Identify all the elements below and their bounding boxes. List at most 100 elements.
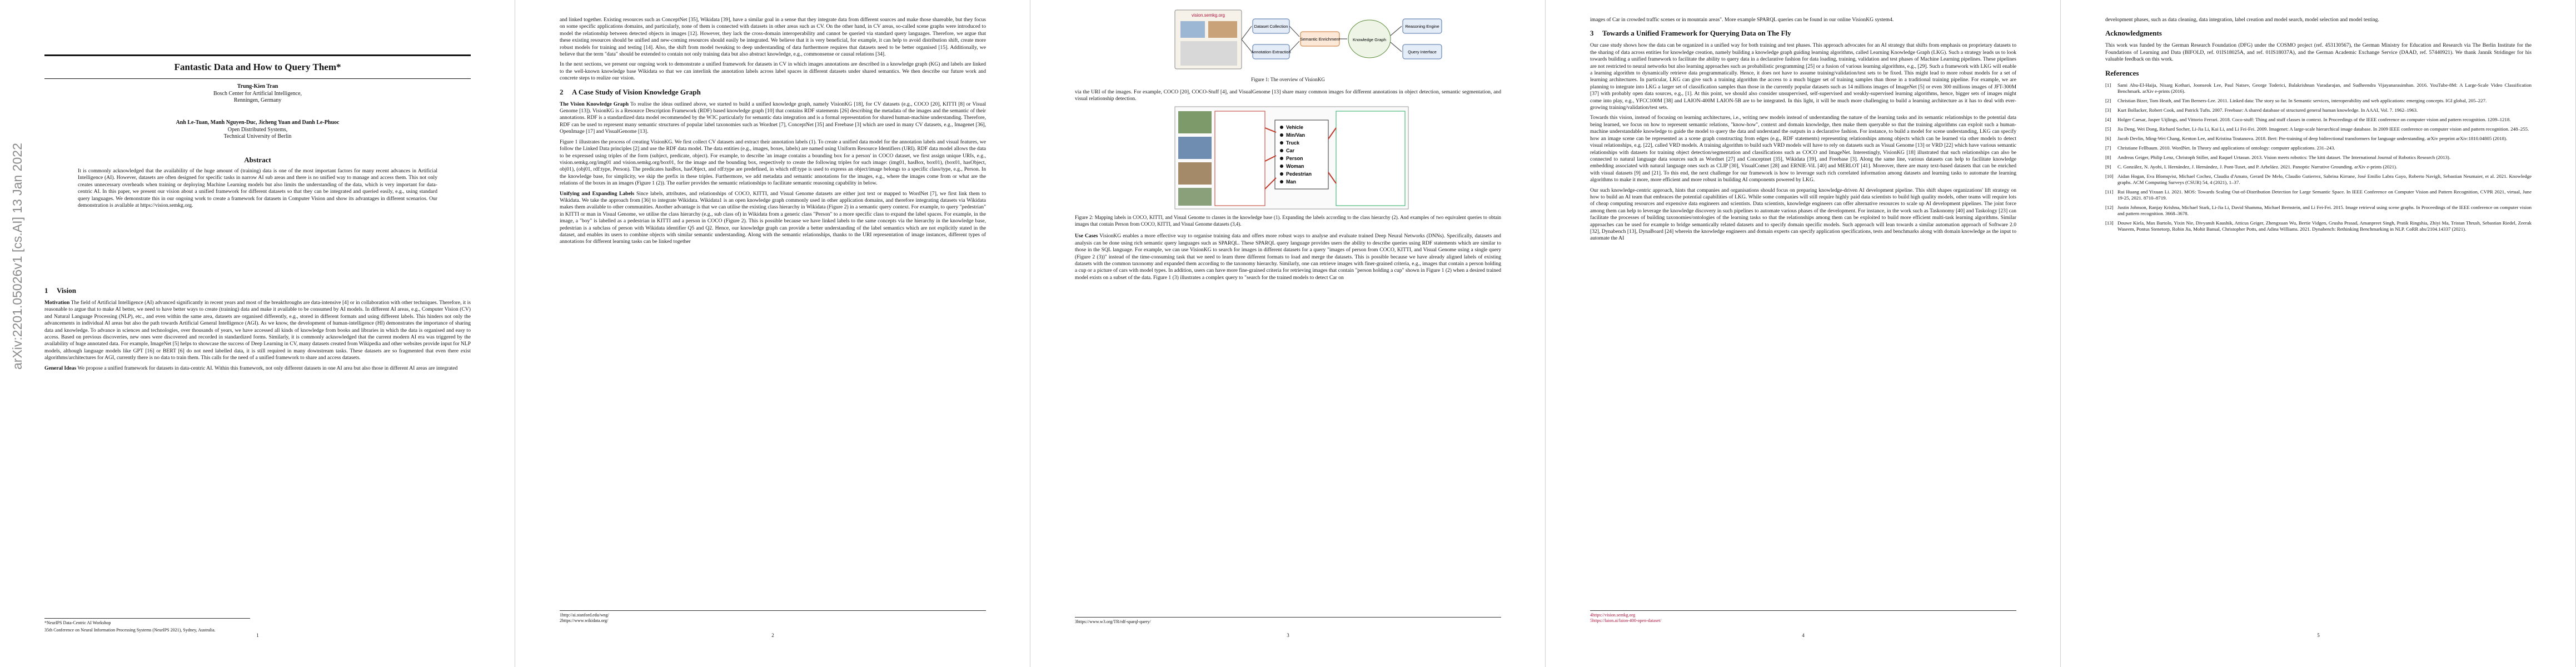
- reference-text: Douwe Kiela, Max Bartolo, Yixin Nie, Div…: [2117, 220, 2532, 232]
- author-affiliation: Open Distributed Systems,: [227, 126, 288, 133]
- reference-text: Jia Deng, Wei Dong, Richard Socher, Li-J…: [2117, 126, 2529, 132]
- reference-key: [8]: [2105, 154, 2111, 160]
- section-number: 3: [1590, 29, 1594, 38]
- reference-item: [11]Rui Huang and Yixuan Li. 2021. MOS: …: [2105, 189, 2532, 201]
- section-title: Towards a Unified Framework for Querying…: [1602, 29, 1791, 38]
- reference-key: [2]: [2105, 97, 2111, 103]
- figure-1-step-label: Semantic Enrichment: [1300, 37, 1340, 42]
- footnote: 3https://www.w3.org/TR/rdf-sparql-query/: [1075, 617, 1501, 625]
- reference-item: [12]Justin Johnson, Ranjay Krishna, Mich…: [2105, 205, 2532, 217]
- paragraph: images of Car in crowded traffic scenes …: [1590, 17, 1894, 23]
- footnote: *NeurIPS Data-Centric AI Workshop: [44, 618, 250, 626]
- section-title: A Case Study of Vision Knowledge Graph: [572, 87, 701, 96]
- author-block-1: Trung-Kien Tran Bosch Center for Artific…: [44, 83, 471, 104]
- reference-key: [10]: [2105, 173, 2114, 179]
- reference-text: Aidan Hogan, Eva Blomqvist, Michael Coch…: [2117, 173, 2532, 185]
- section-number: 1: [44, 286, 48, 295]
- paragraph: Figure 1 illustrates the process of crea…: [560, 138, 986, 187]
- legend-bullet: [1280, 133, 1283, 137]
- legend-label: Min/Van: [1286, 132, 1305, 138]
- legend-label: Vehicle: [1286, 125, 1303, 130]
- figure-1-thumb: [1208, 21, 1237, 38]
- figure-2-caption: Figure 2: Mapping labels in COCO, KITTI,…: [1075, 215, 1501, 227]
- paragraph-text: We propose a unified framework for datas…: [77, 365, 458, 371]
- page-4: images of Car in crowded traffic scenes …: [1546, 0, 2061, 667]
- paper-title: Fantastic Data and How to Query Them*: [44, 54, 471, 79]
- figure-1-thumb: [1180, 41, 1237, 66]
- figure-2-legend-items: VehicleMin/VanTruckCarPersonWomanPedestr…: [1280, 125, 1312, 185]
- reference-item: [7] Christiane Fellbaum. 2010. WordNet. I…: [2105, 145, 2532, 151]
- page-1: arXiv:2201.05026v1 [cs.AI] 13 Jan 2022 F…: [0, 0, 515, 667]
- section-heading: Acknowledgments: [2105, 29, 2162, 38]
- figure-1-step-label: Dataset Collection: [1254, 24, 1288, 29]
- footnote: 1http://ai.stanford.edu/wng/: [560, 613, 609, 618]
- figure-2-image: [1178, 137, 1212, 160]
- paragraph: The Vision Knowledge Graph To realise th…: [560, 101, 986, 136]
- body-column: images of Car in crowded traffic scenes …: [1590, 17, 2016, 246]
- paragraph-text: VisionKG enables a more effective way to…: [1075, 233, 1501, 281]
- reference-text: Jacob Devlin, Ming-Wei Chang, Kenton Lee…: [2117, 135, 2508, 141]
- legend-label: Man: [1286, 179, 1296, 185]
- section-title: Vision: [57, 286, 76, 295]
- footnotes: 1http://ai.stanford.edu/wng/ 2https://ww…: [560, 610, 986, 624]
- paragraph: This work was funded by the German Resea…: [2105, 42, 2532, 63]
- page-number: 3: [1287, 633, 1289, 638]
- page-number: 2: [771, 633, 774, 638]
- legend-label: Woman: [1286, 163, 1304, 169]
- figure-1-step-box: [1402, 18, 1442, 34]
- reference-item: [1]Sami Abu-El-Haija, Nisarg Kothari, Jo…: [2105, 82, 2532, 94]
- section-number: 2: [560, 87, 564, 96]
- reference-item: [3] Kurt Bollacker, Robert Cook, and Patr…: [2105, 107, 2532, 113]
- reference-key: [7]: [2105, 145, 2111, 151]
- figure-1-step-label: Knowledge Graph: [1353, 37, 1386, 42]
- figure-1-kg-node: [1348, 19, 1391, 58]
- figure-1-arrows: [1241, 26, 1402, 52]
- reference-item: [5]Jia Deng, Wei Dong, Richard Socher, L…: [2105, 126, 2532, 132]
- footnote: 2https://www.wikidata.org/: [560, 618, 609, 623]
- footnote-link[interactable]: 4https://vision.semkg.org: [1590, 613, 1636, 618]
- legend-bullet: [1280, 141, 1283, 145]
- legend-label: Person: [1286, 156, 1303, 161]
- figure-1-diagram: vision.semkg.org Dataset Collection Anno…: [1174, 9, 1442, 69]
- abstract-heading: Abstract: [244, 156, 271, 164]
- figure-1-step-label: Query Interface: [1408, 49, 1437, 54]
- body-column: vision.semkg.org Dataset Collection Anno…: [1075, 8, 1501, 285]
- page-5: development phases, such as data cleanin…: [2061, 0, 2576, 667]
- footnote-link[interactable]: 5https://laion.ai/laion-400-open-dataset…: [1590, 618, 1662, 623]
- figure-1-site-label: vision.semkg.org: [1192, 13, 1225, 18]
- figure-2-query-box: [1336, 111, 1406, 206]
- page-2: and linked together. Existing resources …: [515, 0, 1030, 667]
- page-number: 4: [1802, 633, 1805, 638]
- paragraph: development phases, such as data cleanin…: [2105, 17, 2379, 23]
- author-name: Anh Le-Tuan, Manh Nguyen-Duc, Jicheng Yu…: [176, 120, 340, 126]
- reference-text: Holger Caesar, Jasper Uijlings, and Vitt…: [2117, 116, 2511, 122]
- reference-item: [8] Andreas Geiger, Philip Lenz, Christop…: [2105, 155, 2532, 161]
- reference-item: [10]Aidan Hogan, Eva Blomqvist, Michael …: [2105, 173, 2532, 186]
- reference-key: [3]: [2105, 107, 2111, 113]
- section-heading: 1 Vision: [44, 286, 471, 295]
- figure-1: vision.semkg.org Dataset Collection Anno…: [1075, 8, 1501, 73]
- legend-bullet: [1280, 172, 1283, 176]
- figure-1-step-box: [1402, 44, 1442, 59]
- paragraph: Our such knowledge-centric approach, hin…: [1590, 187, 2017, 242]
- figure-2-image: [1178, 188, 1212, 206]
- reference-text: Christiane Fellbaum. 2010. WordNet. In T…: [2117, 145, 2335, 151]
- paragraph: In the next sections, we present our ong…: [560, 61, 986, 82]
- page-3: vision.semkg.org Dataset Collection Anno…: [1030, 0, 1546, 667]
- section-heading: 3 Towards a Unified Framework for Queryin…: [1590, 29, 2016, 38]
- paragraph: Our case study shows how the data can be…: [1590, 42, 2016, 111]
- reference-text: Andreas Geiger, Philip Lenz, Christoph S…: [2117, 154, 2451, 160]
- paragraph: via the URI of the images. For example, …: [1075, 88, 1501, 102]
- legend-bullet: [1280, 165, 1283, 168]
- reference-text: Kurt Bollacker, Robert Cook, and Patrick…: [2117, 107, 2418, 113]
- paragraph: Unifying and Expanding Labels Since labe…: [560, 191, 986, 246]
- figure-2-legend: [1274, 120, 1329, 190]
- author-affiliation: Technical University of Berlin: [223, 133, 292, 140]
- figure-2-arrows: [1264, 127, 1337, 190]
- reference-item: [13]Douwe Kiela, Max Bartolo, Yixin Nie,…: [2105, 220, 2532, 232]
- reference-item: [2]Christian Bizer, Tom Heath, and Tim B…: [2105, 98, 2532, 104]
- figure-2-image: [1178, 162, 1212, 185]
- figure-1-caption: Figure 1: The overview of VisionKG: [1251, 77, 1325, 82]
